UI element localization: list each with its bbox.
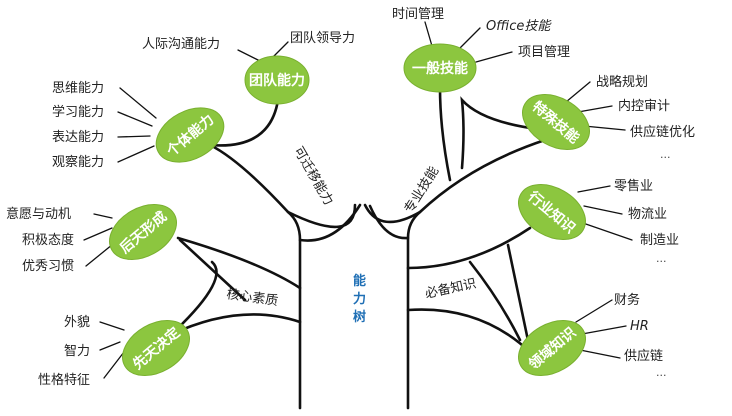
- limb-knowledge-upper: [406, 226, 532, 270]
- twig-individual-1: [119, 87, 157, 119]
- branch-label-transferable: 可迁移能力: [290, 144, 335, 208]
- twig-domain-1: [575, 299, 613, 323]
- node-individual-shape: [155, 107, 225, 163]
- twig-industry-3: [579, 221, 633, 241]
- twig-special-3: [583, 125, 626, 131]
- node-general-label: 一般技能: [412, 60, 468, 77]
- leaf-industry-logistics: 物流业: [628, 207, 667, 222]
- twig-individual-4: [117, 145, 155, 163]
- leaf-domain-supply: 供应链: [624, 348, 663, 364]
- limb-core-cross: [178, 238, 247, 302]
- leaf-industry-retail: 零售业: [614, 178, 653, 194]
- trunk-label-char-1: 能: [353, 273, 366, 289]
- limb-general-up: [438, 86, 452, 182]
- limb-team-left: [208, 98, 280, 147]
- branch-label-knowledge: 必备知识: [424, 275, 478, 301]
- twig-industry-1: [577, 185, 611, 193]
- limb-center-right: [368, 204, 410, 240]
- leaf-domain-hr: HR: [630, 319, 649, 334]
- limb-professional-outer: [418, 138, 547, 214]
- node-domain: 领域知识: [518, 320, 586, 376]
- node-industry: 行业知识: [518, 184, 586, 240]
- twig-domain-2: [581, 325, 627, 335]
- twig-innate-1: [99, 321, 125, 331]
- node-acquired: 后天形成: [109, 204, 177, 260]
- twigs: [83, 21, 633, 379]
- leaf-domain-more: ...: [656, 366, 667, 379]
- branch-label-core: 核心素质: [225, 287, 279, 309]
- node-team-label: 团队能力: [249, 72, 305, 89]
- leaf-team-leadership: 团队领导力: [290, 31, 355, 46]
- twig-domain-3: [579, 349, 621, 359]
- leaf-acquired-attitude: 积极态度: [22, 232, 74, 248]
- twig-special-2: [577, 105, 613, 113]
- leaf-industry-manufacturing: 制造业: [640, 233, 679, 248]
- leaf-general-project: 项目管理: [518, 45, 570, 60]
- twig-general-3: [475, 51, 513, 63]
- main-limbs: [168, 86, 547, 354]
- node-industry-shape: [518, 184, 586, 240]
- trunk-label-char-2: 力: [353, 291, 366, 307]
- twig-acquired-2: [83, 227, 113, 241]
- leaf-individual-learning: 学习能力: [52, 104, 104, 120]
- twig-team-2: [271, 41, 289, 59]
- leaf-special-more: ...: [660, 148, 671, 161]
- node-special: 特殊技能: [522, 94, 590, 150]
- leaf-general-time: 时间管理: [392, 7, 444, 22]
- leaf-special-supply: 供应链优化: [630, 124, 695, 140]
- node-acquired-shape: [109, 204, 177, 260]
- leaf-individual-expression: 表达能力: [52, 130, 104, 145]
- twig-special-1: [565, 81, 591, 103]
- leaf-individual-observation: 观察能力: [52, 155, 104, 170]
- twig-acquired-1: [93, 213, 113, 219]
- leaf-team-communication: 人际沟通能力: [142, 37, 220, 52]
- twig-industry-2: [583, 205, 623, 215]
- leaf-domain-finance: 财务: [614, 292, 640, 308]
- leaf-industry-more: ...: [656, 252, 667, 265]
- node-domain-shape: [518, 320, 586, 376]
- twig-individual-2: [117, 111, 153, 127]
- twig-innate-2: [99, 341, 121, 351]
- trunk-left-edge: [286, 210, 302, 410]
- node-general-shape: [403, 43, 477, 93]
- node-team-shape: [244, 55, 310, 105]
- leaf-innate-appearance: 外貌: [64, 315, 90, 330]
- limb-special-inner: [460, 96, 532, 170]
- limb-knowledge-cross: [506, 243, 532, 352]
- node-general: 一般技能: [403, 43, 477, 93]
- twig-individual-3: [117, 135, 151, 138]
- leaf-special-audit: 内控审计: [618, 98, 670, 114]
- leaf-individual-thinking: 思维能力: [52, 81, 104, 96]
- node-individual: 个体能力: [155, 107, 225, 163]
- leaf-innate-personality: 性格特征: [38, 372, 90, 388]
- limb-knowledge-lower: [406, 308, 532, 354]
- limb-transferable-outer: [208, 143, 290, 214]
- twig-innate-3: [103, 351, 125, 379]
- node-innate: 先天决定: [122, 320, 190, 376]
- limb-core-upper: [176, 236, 302, 290]
- leaf-acquired-motivation: 意愿与动机: [6, 206, 71, 222]
- leaf-innate-intelligence: 智力: [64, 344, 90, 359]
- trunk-label-char-3: 树: [353, 309, 366, 325]
- leaf-special-strategy: 战略规划: [596, 74, 648, 90]
- limb-center-left: [298, 203, 362, 242]
- node-team: 团队能力: [244, 55, 310, 105]
- limb-knowledge-mid: [468, 260, 522, 342]
- limb-professional-inner: [363, 203, 422, 224]
- node-special-shape: [522, 94, 590, 150]
- twig-general-2: [457, 27, 481, 51]
- twig-team-1: [237, 49, 263, 63]
- limb-core-cross-2: [174, 260, 218, 332]
- leaf-acquired-habit: 优秀习惯: [22, 258, 74, 274]
- node-innate-shape: [122, 320, 190, 376]
- leaf-general-office: Office技能: [486, 19, 552, 34]
- twig-general-1: [424, 21, 433, 47]
